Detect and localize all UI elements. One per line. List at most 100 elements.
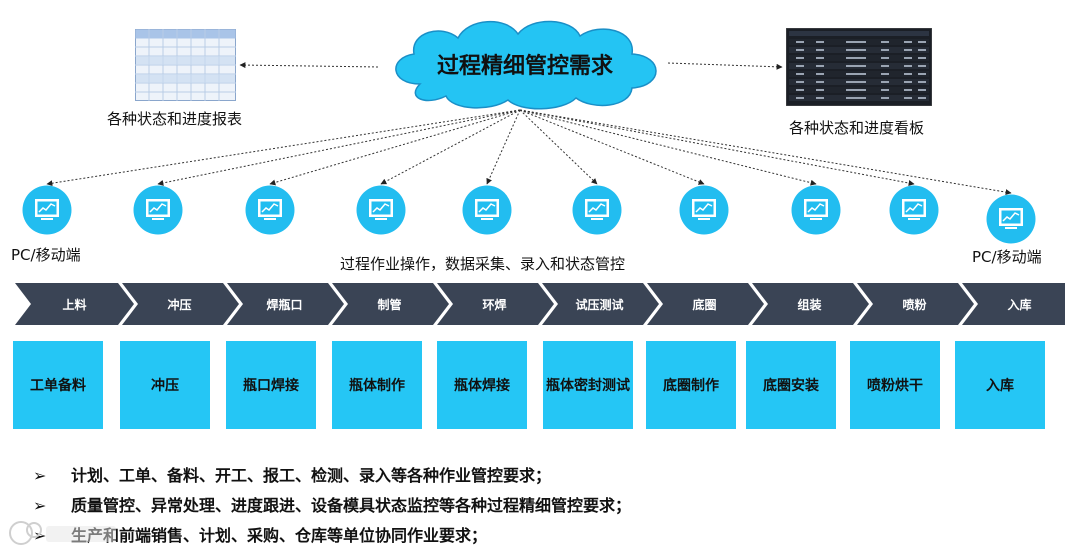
fan-arrow-8 [519, 109, 817, 186]
requirement-text: 质量管控、异常处理、进度跟进、设备模具状态监控等各种过程精细管控要求； [71, 496, 632, 515]
dashboard-cell [918, 97, 926, 99]
task-box-1: 工单备料 [13, 341, 103, 429]
monitor-chart-icon [791, 185, 841, 235]
dashboard-cell [796, 49, 804, 51]
dashboard-cell [881, 49, 889, 51]
terminal-node-10 [986, 194, 1036, 244]
dashboard-cell [846, 73, 866, 75]
monitor-chart-icon [245, 185, 295, 235]
process-step-label: 焊瓶口 [266, 298, 303, 312]
task-box-3: 瓶口焊接 [226, 341, 316, 429]
dashboard-cell [904, 41, 912, 43]
dashboard-cell [918, 89, 926, 91]
dashboard-cell [796, 97, 804, 99]
dashboard-cell [816, 41, 824, 43]
dashboard-cell [904, 65, 912, 67]
dashboard-cell [918, 57, 926, 59]
task-box-10: 入库 [955, 341, 1045, 429]
cloud-title: 过程精细管控需求 [436, 54, 613, 79]
dashboard-cell [846, 65, 866, 67]
terminal-node-9 [889, 185, 939, 235]
fan-arrow-7 [519, 109, 705, 185]
dashboard-cell [918, 49, 926, 51]
dashboard-cell [796, 81, 804, 83]
process-step-label: 上料 [62, 298, 87, 312]
process-step-label: 冲压 [167, 298, 192, 312]
monitor-chart-icon [986, 194, 1036, 244]
process-step-label: 底圈 [692, 298, 717, 312]
terminal-label-right: PC/移动端 [972, 248, 1042, 266]
dashboard-cell [816, 97, 824, 99]
monitor-chart-icon [356, 185, 406, 235]
bullet-arrow-icon: ➢ [33, 466, 47, 485]
dashboard-cell [918, 81, 926, 83]
task-box-7: 底圈制作 [646, 341, 736, 429]
report-connector [239, 62, 381, 69]
dashboard-cell [881, 41, 889, 43]
dashboard-cell [816, 57, 824, 59]
dashboard-cell [904, 73, 912, 75]
process-step-label: 组装 [797, 298, 822, 312]
dashboard-cell [904, 89, 912, 91]
dashboard-cell [881, 89, 889, 91]
spreadsheet-icon [135, 29, 236, 101]
dashboard-cell [816, 89, 824, 91]
task-box-8: 底圈安装 [746, 341, 836, 429]
board-connector [667, 62, 783, 70]
terminal-node-6 [572, 185, 622, 235]
dashboard-cell [918, 65, 926, 67]
task-box-5: 瓶体焊接 [437, 341, 527, 429]
dashboard-cell [904, 81, 912, 83]
dashboard-cell [796, 89, 804, 91]
process-step-label: 制管 [377, 298, 402, 312]
dashboard-cell [904, 57, 912, 59]
cloud-requirements: 过程精细管控需求 [380, 14, 670, 112]
report-label: 各种状态和进度报表 [107, 110, 243, 128]
fan-arrow-6 [519, 109, 598, 185]
monitor-chart-icon [133, 185, 183, 235]
process-step-label: 环焊 [482, 298, 507, 312]
monitor-chart-icon [462, 185, 512, 235]
monitor-chart-icon [22, 185, 72, 235]
cloud-icon [395, 20, 657, 110]
dashboard-cell [918, 73, 926, 75]
board-label: 各种状态和进度看板 [789, 119, 925, 137]
terminal-node-3 [245, 185, 295, 235]
terminal-node-4 [356, 185, 406, 235]
terminal-label-center: 过程作业操作，数据采集、录入和状态管控 [340, 255, 626, 273]
fan-arrow-5 [486, 109, 521, 185]
dashboard-cell [816, 49, 824, 51]
dashboard-cell [846, 49, 866, 51]
dashboard-cell [904, 97, 912, 99]
requirement-item: ➢ 质量管控、异常处理、进度跟进、设备模具状态监控等各种过程精细管控要求； [33, 492, 631, 516]
fan-arrow-3 [269, 109, 521, 186]
bullet-arrow-icon: ➢ [33, 496, 47, 515]
terminal-node-8 [791, 185, 841, 235]
task-box-9: 喷粉烘干 [850, 341, 940, 429]
terminal-node-2 [133, 185, 183, 235]
terminal-node-1 [22, 185, 72, 235]
terminal-label-left: PC/移动端 [11, 246, 81, 264]
process-step-label: 试压测试 [575, 298, 624, 312]
dashboard-cell [796, 73, 804, 75]
task-box-2: 冲压 [120, 341, 210, 429]
monitor-chart-icon [889, 185, 939, 235]
requirement-text: 生产和前端销售、计划、采购、仓库等单位协同作业要求； [71, 526, 488, 545]
dashboard-cell [796, 57, 804, 59]
dashboard-cell [816, 65, 824, 67]
monitor-chart-icon [572, 185, 622, 235]
dashboard-cell [846, 41, 866, 43]
dashboard-cell [846, 97, 866, 99]
dashboard-cell [846, 57, 866, 59]
dashboard-cell [881, 57, 889, 59]
dashboard-cell [881, 65, 889, 67]
dashboard-cell [796, 65, 804, 67]
dashboard-cell [846, 81, 866, 83]
requirement-item: ➢计划、工单、备料、开工、报工、检测、录入等各种作业管控要求； [33, 462, 551, 486]
task-box-6: 瓶体密封测试 [543, 341, 633, 429]
dashboard-cell [816, 81, 824, 83]
dashboard-icon [786, 28, 932, 106]
dashboard-cell [816, 73, 824, 75]
process-step-label: 入库 [1007, 298, 1032, 312]
